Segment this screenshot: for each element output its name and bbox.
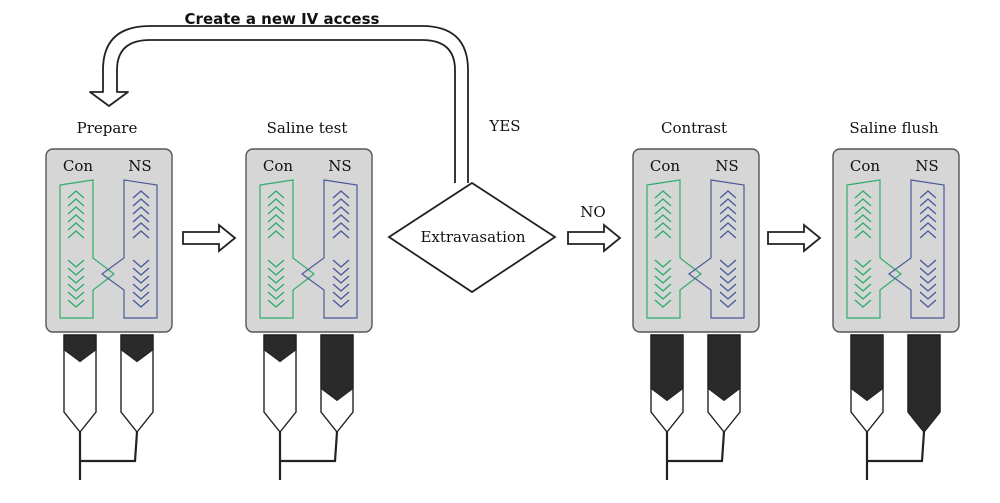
saline-label: NS xyxy=(915,157,938,175)
plunger-fill xyxy=(907,334,941,433)
plunger-fill xyxy=(850,334,884,402)
saline-syringe xyxy=(707,334,741,434)
contrast-channel xyxy=(846,179,902,319)
saline-syringe xyxy=(320,334,354,434)
stage-title: Contrast xyxy=(661,119,727,137)
plunger-fill xyxy=(120,334,154,363)
injector-panel xyxy=(45,148,173,333)
injector-panel xyxy=(832,148,960,333)
contrast-syringe xyxy=(63,334,97,434)
plunger-fill xyxy=(63,334,97,363)
plunger-fill xyxy=(320,334,354,402)
plunger-fill xyxy=(650,334,684,402)
contrast-channel xyxy=(59,179,115,319)
no-label: NO xyxy=(580,203,605,221)
stage-title: Prepare xyxy=(77,119,138,137)
saline-label: NS xyxy=(715,157,738,175)
saline-label: NS xyxy=(128,157,151,175)
stage-title: Saline test xyxy=(267,119,348,137)
injector-panel xyxy=(245,148,373,333)
saline-channel xyxy=(100,179,158,319)
contrast-syringe xyxy=(650,334,684,434)
saline-channel xyxy=(887,179,945,319)
stage-title: Saline flush xyxy=(849,119,938,137)
contrast-label: Con xyxy=(63,157,94,175)
tubing xyxy=(865,431,926,480)
flow-arrow-3 xyxy=(767,223,822,253)
saline-label: NS xyxy=(328,157,351,175)
contrast-channel xyxy=(646,179,702,319)
contrast-label: Con xyxy=(650,157,681,175)
loop-label: Create a new IV access xyxy=(185,10,380,28)
yes-label: YES xyxy=(488,117,520,135)
decision-diamond xyxy=(387,181,557,294)
saline-channel xyxy=(687,179,745,319)
saline-channel xyxy=(300,179,358,319)
tubing xyxy=(278,431,339,480)
contrast-channel xyxy=(259,179,315,319)
flow-arrow-1 xyxy=(182,223,237,253)
plunger-fill xyxy=(707,334,741,402)
saline-syringe xyxy=(120,334,154,434)
contrast-label: Con xyxy=(850,157,881,175)
saline-syringe xyxy=(907,334,941,434)
decision-label: Extravasation xyxy=(420,228,525,246)
contrast-syringe xyxy=(263,334,297,434)
contrast-syringe xyxy=(850,334,884,434)
loop-back-arrow-outline xyxy=(89,25,469,183)
tubing xyxy=(665,431,726,480)
injector-panel xyxy=(632,148,760,333)
flow-arrow-2 xyxy=(567,223,622,253)
plunger-fill xyxy=(263,334,297,363)
tubing xyxy=(78,431,139,480)
contrast-label: Con xyxy=(263,157,294,175)
